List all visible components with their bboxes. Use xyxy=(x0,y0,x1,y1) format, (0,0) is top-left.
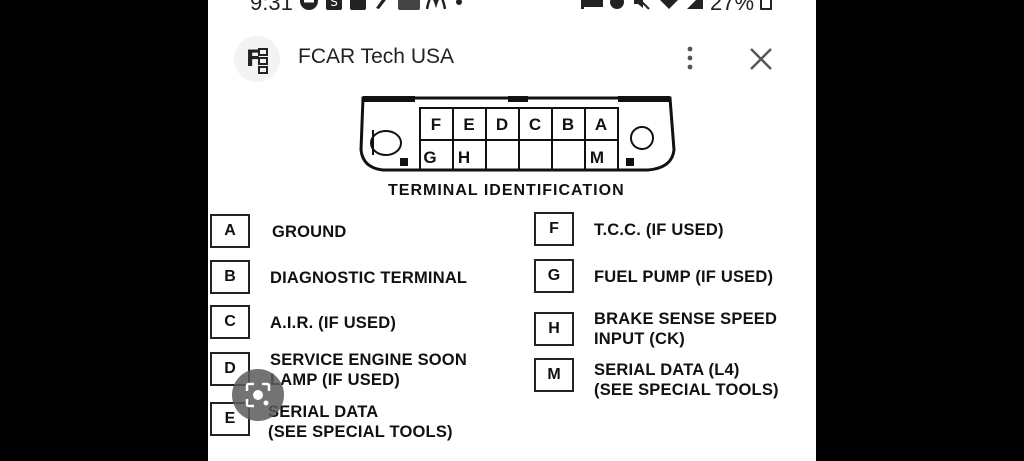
sim-icon xyxy=(350,0,366,10)
fcar-logo-icon: F xyxy=(246,47,268,74)
description-line: (SEE SPECIAL TOOLS) xyxy=(268,423,453,441)
description-line: SERIAL DATA (L4) xyxy=(594,361,740,379)
description-line: INPUT (CK) xyxy=(594,330,685,348)
description-line: GROUND xyxy=(272,223,347,241)
description-line: BRAKE SENSE SPEED xyxy=(594,310,778,328)
terminal-diagram: F E D C B A G H M TERMINAL IDENTIFICATIO… xyxy=(208,0,816,461)
terminal-description: FUEL PUMP (IF USED) xyxy=(594,267,773,287)
connector-tab xyxy=(508,96,528,102)
mcdonalds-icon xyxy=(426,0,446,10)
wifi-icon xyxy=(660,0,678,9)
app-header: F FCAR Tech USA xyxy=(208,30,816,86)
left-key xyxy=(400,158,408,166)
terminal-identification-caption: TERMINAL IDENTIFICATION xyxy=(388,182,625,199)
dnd-icon xyxy=(300,0,318,10)
amazon-icon xyxy=(398,0,420,10)
connector-outline xyxy=(359,96,676,172)
app-title: FCAR Tech USA xyxy=(298,45,454,68)
terminal-key-box: C xyxy=(210,305,250,339)
terminal-key-box: H xyxy=(534,312,574,346)
more-vert-icon[interactable] xyxy=(680,44,700,72)
pin-label-bottom: H xyxy=(457,148,471,167)
pin-label-top: C xyxy=(528,115,542,134)
terminal-key-box: A xyxy=(210,214,250,248)
pin-label-top: A xyxy=(594,115,608,134)
description-line: T.C.C. (IF USED) xyxy=(594,221,724,239)
svg-text:S: S xyxy=(330,0,338,9)
signal-icon xyxy=(687,0,703,9)
battery-percent: 27% xyxy=(710,0,755,15)
pen-icon xyxy=(376,0,386,9)
pin-label-top: D xyxy=(495,115,509,134)
left-oval xyxy=(370,130,402,156)
svg-text:F: F xyxy=(246,47,261,72)
image-viewer: 9:31 S 27% F FCAR Tech USA xyxy=(208,0,816,461)
connector-tab xyxy=(363,96,415,102)
description-line: SERVICE ENGINE SOON xyxy=(270,351,467,369)
terminal-description: T.C.C. (IF USED) xyxy=(594,220,724,240)
terminal-description: A.I.R. (IF USED) xyxy=(270,313,396,333)
dot-icon xyxy=(456,0,462,5)
pin-label-bottom: G xyxy=(423,148,437,167)
pin-label-top: B xyxy=(561,115,575,134)
description-line: LAMP (IF USED) xyxy=(270,371,400,389)
terminal-description: GROUND xyxy=(272,222,347,242)
battery-icon xyxy=(760,0,772,10)
right-key xyxy=(626,158,634,166)
description-line: SERIAL DATA xyxy=(268,403,379,421)
pin-grid xyxy=(419,107,619,171)
description-line: DIAGNOSTIC TERMINAL xyxy=(270,269,468,287)
description-line: FUEL PUMP (IF USED) xyxy=(594,268,774,286)
terminal-description: SERIAL DATA (L4) (SEE SPECIAL TOOLS) xyxy=(594,360,779,400)
status-time: 9:31 xyxy=(250,0,293,15)
pin-label-top: E xyxy=(463,115,475,134)
close-icon[interactable] xyxy=(748,46,774,72)
terminal-key-box: M xyxy=(534,358,574,392)
terminal-key-box: F xyxy=(534,212,574,246)
terminal-description: BRAKE SENSE SPEED INPUT (CK) xyxy=(594,309,777,349)
fcar-logo: F xyxy=(234,36,280,82)
terminal-key-box: B xyxy=(210,260,250,294)
connector-tab xyxy=(618,96,670,102)
right-circle xyxy=(630,126,654,150)
status-bar: 9:31 S 27% xyxy=(208,0,816,16)
terminal-description: SERIAL DATA (SEE SPECIAL TOOLS) xyxy=(268,402,453,442)
lens-icon xyxy=(245,382,271,408)
terminal-description: SERVICE ENGINE SOON LAMP (IF USED) xyxy=(270,350,467,390)
connector-drawing xyxy=(359,96,676,172)
bed-icon xyxy=(581,0,603,9)
lens-search-button[interactable] xyxy=(232,369,284,421)
s-app-icon: S xyxy=(326,0,342,10)
alarm-icon xyxy=(610,0,624,9)
description-line: (SEE SPECIAL TOOLS) xyxy=(594,381,779,399)
pin-label-top: F xyxy=(430,115,442,134)
description-line: A.I.R. (IF USED) xyxy=(270,314,397,332)
terminal-key-box: G xyxy=(534,259,574,293)
pin-label-bottom: M xyxy=(589,148,605,167)
mute-icon xyxy=(634,0,650,10)
terminal-description: DIAGNOSTIC TERMINAL xyxy=(270,268,467,288)
